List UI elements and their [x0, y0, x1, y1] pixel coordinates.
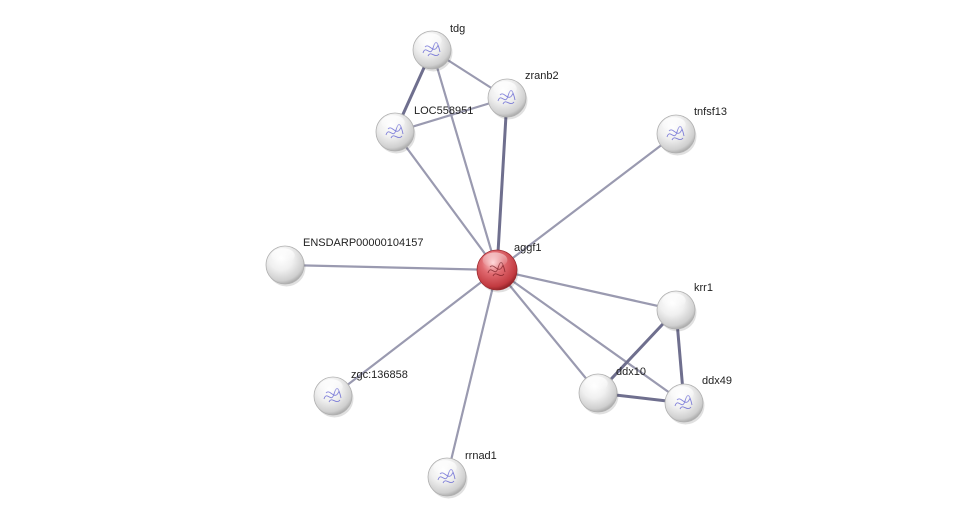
node-ddx10[interactable]: ddx10 — [578, 366, 646, 415]
node-label: aggf1 — [514, 242, 542, 254]
edge-aggf1-tnfsf13 — [495, 132, 678, 272]
node-label: ENSDARP00000104157 — [303, 237, 423, 249]
node-label: ddx49 — [702, 375, 732, 387]
node-gloss — [493, 81, 517, 96]
edge-aggf1-ddx10 — [495, 268, 600, 395]
node-gloss — [584, 376, 608, 391]
node-gloss — [418, 33, 442, 48]
node-loc558951[interactable]: LOC558951 — [375, 105, 473, 154]
edge-LOC558951-zranb2 — [393, 96, 509, 134]
node-gloss — [670, 386, 694, 401]
node-gloss — [271, 248, 295, 263]
node-label: tdg — [450, 23, 465, 35]
node-label: ddx10 — [616, 366, 646, 378]
node-zgc136858[interactable]: zgc:136858 — [313, 369, 408, 418]
edge-aggf1-zgc136858 — [331, 268, 499, 398]
edge-aggf1-LOC558951 — [393, 130, 499, 272]
node-gloss — [662, 293, 686, 308]
edge-aggf1-ddx49 — [495, 268, 686, 405]
node-zranb2[interactable]: zranb2 — [487, 70, 559, 120]
node-label: rrnad1 — [465, 450, 497, 462]
node-gloss — [319, 379, 343, 394]
node-label: tnfsf13 — [694, 106, 727, 118]
node-label: krr1 — [694, 282, 713, 294]
node-tdg[interactable]: tdg — [412, 23, 465, 72]
node-aggf1[interactable]: aggf1 — [476, 242, 542, 293]
node-tnfsf13[interactable]: tnfsf13 — [656, 106, 727, 156]
node-label: zgc:136858 — [351, 369, 408, 381]
edge-aggf1-zranb2 — [495, 96, 509, 272]
node-gloss — [381, 115, 405, 130]
node-krr1[interactable]: krr1 — [656, 282, 713, 332]
edge-aggf1-rrnad1 — [445, 268, 499, 479]
edge-aggf1-krr1 — [495, 268, 678, 312]
node-rrnad1[interactable]: rrnad1 — [427, 450, 497, 499]
node-gloss — [433, 460, 457, 475]
node-label: LOC558951 — [414, 105, 473, 117]
node-ddx49[interactable]: ddx49 — [664, 375, 732, 425]
edge-aggf1-tdg — [430, 48, 499, 272]
node-gloss — [482, 252, 508, 268]
node-ensdarp00000104157[interactable]: ENSDARP00000104157 — [265, 237, 423, 287]
edge-aggf1-ENSDARP00000104157 — [283, 263, 499, 272]
node-gloss — [662, 117, 686, 132]
node-label: zranb2 — [525, 70, 559, 82]
